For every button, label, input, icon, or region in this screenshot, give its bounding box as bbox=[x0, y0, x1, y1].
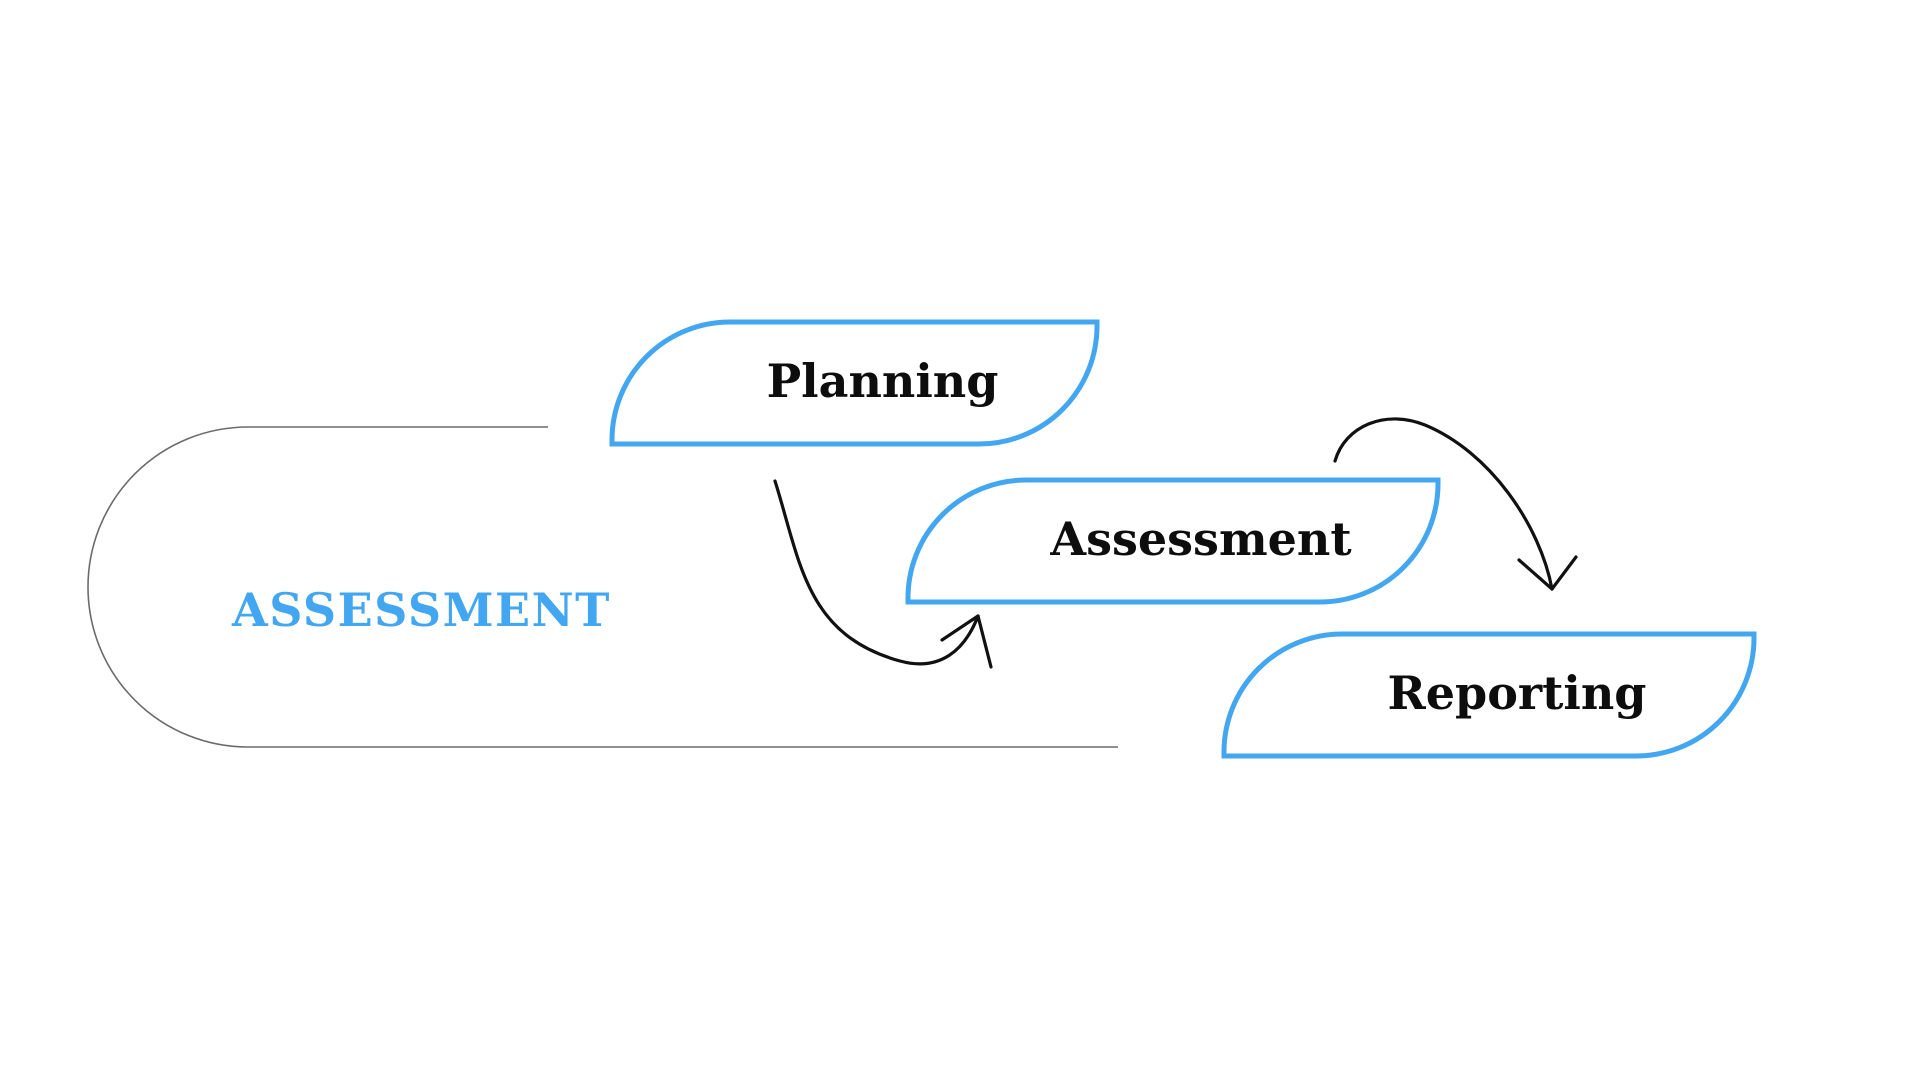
stage-banner-reporting-shape[interactable] bbox=[1221, 631, 1757, 759]
stage-banner-assessment-shape[interactable] bbox=[905, 477, 1441, 605]
arrow-assessment-to-reporting bbox=[1333, 417, 1578, 591]
stage-banner-reporting[interactable]: Reporting bbox=[1221, 631, 1757, 759]
assessment-phase-group: ASSESSMENT bbox=[87, 426, 1118, 748]
stage-banner-assessment-label: Assessment bbox=[1049, 512, 1352, 566]
stage-banner-assessment[interactable]: Assessment bbox=[905, 477, 1441, 605]
assessment-group-label: ASSESSMENT bbox=[231, 583, 611, 637]
arrow-planning-to-assessment bbox=[773, 479, 993, 669]
assessment-group-capsule bbox=[87, 426, 1118, 748]
connector-layer bbox=[773, 417, 1578, 669]
stage-banner-reporting-label: Reporting bbox=[1388, 666, 1647, 720]
stage-banner-planning-label: Planning bbox=[767, 354, 999, 408]
stage-banner-planning[interactable]: Planning bbox=[609, 319, 1100, 447]
stage-banner-planning-shape[interactable] bbox=[609, 319, 1100, 447]
